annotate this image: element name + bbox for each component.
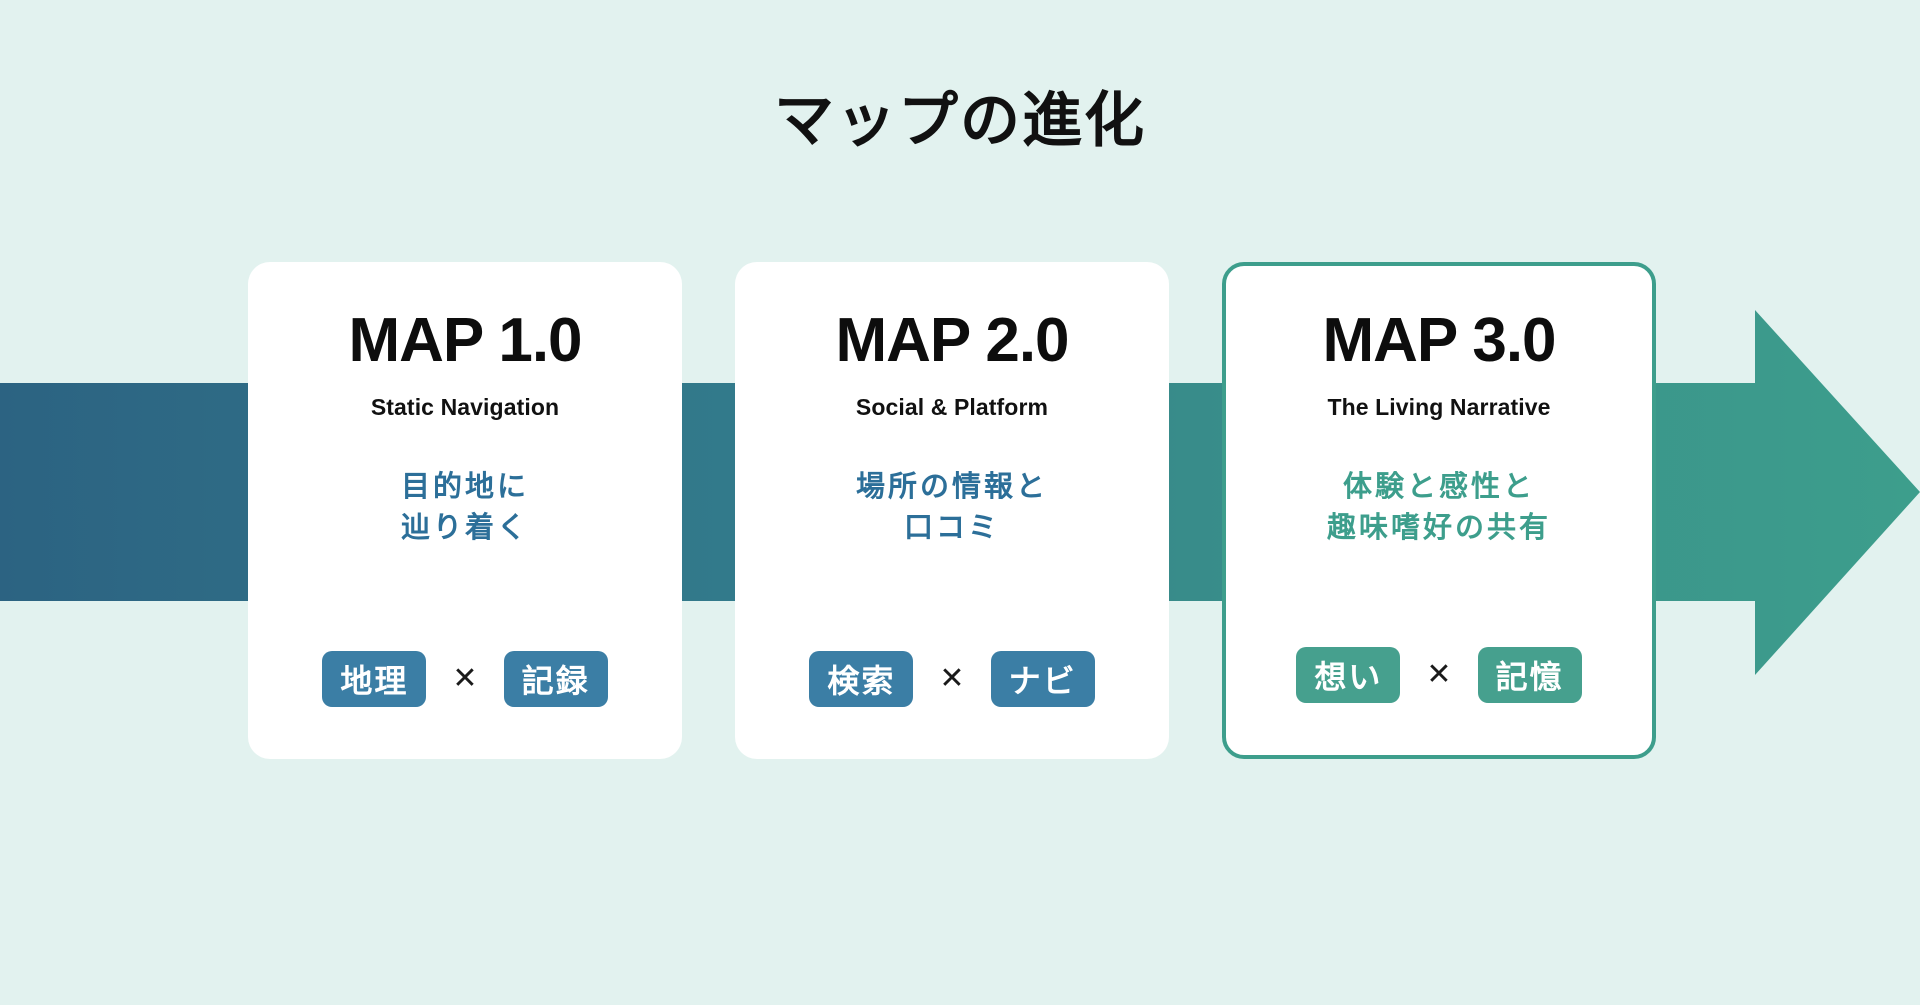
card-map-3[interactable]: MAP 3.0 The Living Narrative 体験と感性と 趣味嗜好…	[1222, 262, 1656, 759]
card-description: 体験と感性と 趣味嗜好の共有	[1327, 467, 1551, 549]
tag-pill-left[interactable]: 想い	[1296, 647, 1401, 703]
multiply-icon: ✕	[452, 662, 478, 695]
card-tag-row: 検索 ✕ ナビ	[809, 651, 1095, 707]
card-title: MAP 3.0	[1322, 306, 1556, 375]
card-description-line-2: 口コミ	[903, 512, 1000, 545]
card-description-line-1: 場所の情報と	[855, 471, 1048, 503]
card-tag-row: 地理 ✕ 記録	[322, 651, 608, 707]
card-description-line-2: 辿り着く	[400, 512, 529, 545]
tag-pill-right[interactable]: ナビ	[990, 651, 1095, 707]
tag-pill-left[interactable]: 地理	[322, 651, 427, 707]
map-evolution-cards: MAP 1.0 Static Navigation 目的地に 辿り着く 地理 ✕…	[0, 262, 1920, 762]
card-description-line-2: 趣味嗜好の共有	[1326, 512, 1551, 545]
card-title: MAP 1.0	[348, 306, 582, 375]
card-subtitle: Static Navigation	[370, 394, 560, 420]
card-description-line-1: 体験と感性と	[1342, 471, 1535, 503]
multiply-icon: ✕	[939, 662, 965, 695]
page-title: マップの進化	[774, 87, 1146, 154]
card-description-line-1: 目的地に	[400, 471, 529, 503]
card-tag-row: 想い ✕ 記憶	[1296, 647, 1582, 703]
tag-pill-left[interactable]: 検索	[809, 651, 914, 707]
multiply-icon: ✕	[1426, 658, 1452, 691]
card-map-1[interactable]: MAP 1.0 Static Navigation 目的地に 辿り着く 地理 ✕…	[248, 262, 682, 759]
card-description: 場所の情報と 口コミ	[856, 467, 1048, 549]
card-subtitle: The Living Narrative	[1327, 394, 1551, 420]
card-description: 目的地に 辿り着く	[401, 467, 529, 549]
tag-pill-right[interactable]: 記録	[503, 651, 608, 707]
card-title: MAP 2.0	[835, 306, 1069, 375]
card-subtitle: Social & Platform	[855, 394, 1049, 420]
card-map-2[interactable]: MAP 2.0 Social & Platform 場所の情報と 口コミ 検索 …	[735, 262, 1169, 759]
tag-pill-right[interactable]: 記憶	[1477, 647, 1582, 703]
